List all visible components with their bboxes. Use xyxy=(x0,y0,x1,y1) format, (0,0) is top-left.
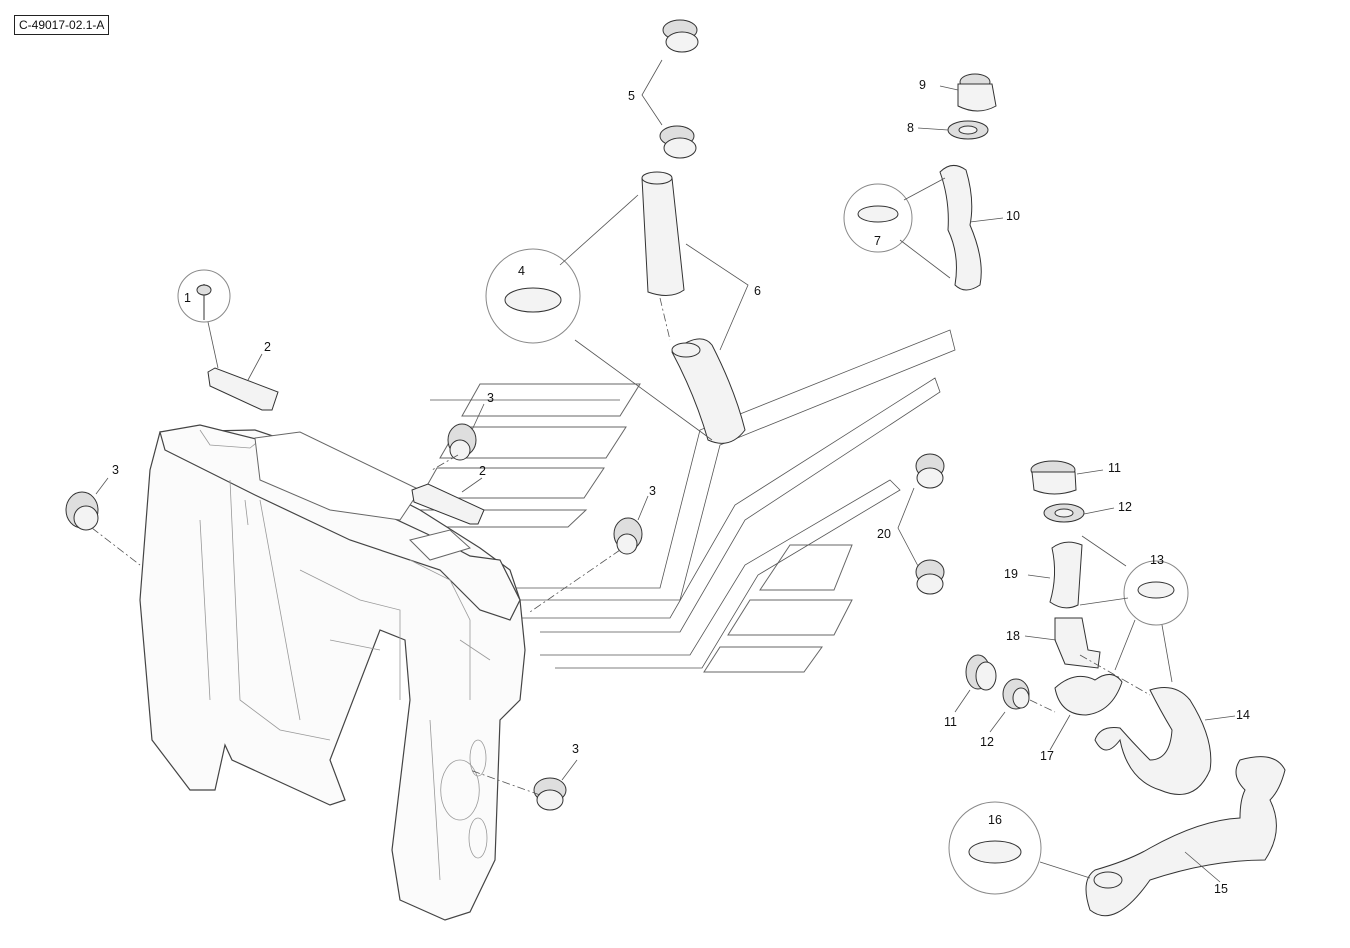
grommet-20-top xyxy=(915,453,945,489)
callout-labels: 1 2 2 3 3 3 3 4 5 6 7 8 9 10 11 11 12 12… xyxy=(112,78,1250,896)
callout-3: 3 xyxy=(487,391,494,405)
callout-17: 17 xyxy=(1040,749,1054,763)
diagram-reference-code: C-49017-02.1-A xyxy=(14,15,110,35)
callout-12: 12 xyxy=(1118,500,1132,514)
callout-3: 3 xyxy=(572,742,579,756)
frame-outlines xyxy=(430,329,956,669)
callout-13: 13 xyxy=(1150,553,1164,567)
detail-circles xyxy=(177,183,1189,895)
callout-16: 16 xyxy=(988,813,1002,827)
callout-5: 5 xyxy=(628,89,635,103)
callout-8: 8 xyxy=(907,121,914,135)
callout-2: 2 xyxy=(479,464,486,478)
callout-4: 4 xyxy=(518,264,525,278)
grommet-5-top xyxy=(662,19,699,53)
grommet-12-top xyxy=(1043,503,1085,523)
callout-6: 6 xyxy=(754,284,761,298)
callout-20: 20 xyxy=(877,527,891,541)
cap-11-top xyxy=(1030,460,1077,495)
grommet-3-middle xyxy=(613,517,643,555)
callout-9: 9 xyxy=(919,78,926,92)
callout-18: 18 xyxy=(1006,629,1020,643)
hose-parts xyxy=(641,165,1286,917)
callout-11: 11 xyxy=(944,715,957,729)
callout-2: 2 xyxy=(264,340,271,354)
cap-11-bottom xyxy=(965,654,997,691)
callout-3: 3 xyxy=(112,463,119,477)
leader-lines xyxy=(91,59,1236,883)
callout-15: 15 xyxy=(1214,882,1228,896)
callout-19: 19 xyxy=(1004,567,1018,581)
cap-9 xyxy=(957,73,997,112)
callout-1: 1 xyxy=(184,291,191,305)
grommet-12-bottom xyxy=(1002,678,1030,710)
callout-7: 7 xyxy=(874,234,881,248)
grommet-3-lower xyxy=(533,777,567,811)
grommet-8 xyxy=(947,120,989,140)
grommet-20-bottom xyxy=(915,559,945,595)
grommet-5-bottom xyxy=(659,125,697,159)
brackets xyxy=(207,367,485,525)
main-frame-assembly xyxy=(139,424,526,921)
callout-12: 12 xyxy=(980,735,994,749)
grommets xyxy=(65,19,1085,811)
callout-11: 11 xyxy=(1108,461,1121,475)
callout-3: 3 xyxy=(649,484,656,498)
grommet-3-upper xyxy=(447,423,477,461)
callout-10: 10 xyxy=(1006,209,1020,223)
grommet-3-left xyxy=(65,491,99,531)
callout-14: 14 xyxy=(1236,708,1250,722)
